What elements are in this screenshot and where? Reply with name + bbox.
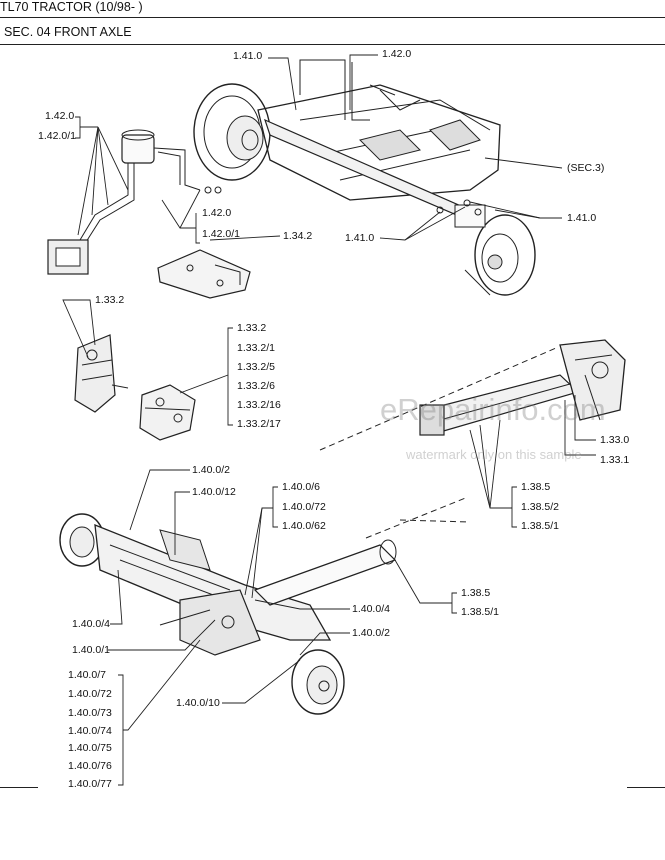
drive-shaft-illustration	[419, 339, 626, 436]
callout-1-40-0-12: 1.40.0/12	[192, 486, 236, 498]
header-rule-top	[0, 17, 665, 18]
callout-1-40-0-76: 1.40.0/76	[68, 760, 112, 772]
watermark-sub: watermark only on this sample	[406, 447, 582, 462]
callout-1-40-0-2-top: 1.40.0/2	[192, 464, 230, 476]
callout-1-33-2: 1.33.2	[237, 322, 267, 334]
callout-1-38-5-a: 1.38.5	[521, 481, 551, 493]
steering-cylinder-illustration	[74, 334, 129, 413]
watermark-main: eRepairinfo.com	[380, 392, 606, 427]
footer-rule-left	[0, 787, 38, 788]
callout-1-40-0-2-right: 1.40.0/2	[352, 627, 390, 639]
callout-1-33-2-17: 1.33.2/17	[237, 418, 281, 430]
callout-1-40-0-7: 1.40.0/7	[68, 669, 106, 681]
front-axle-illustration	[59, 513, 397, 715]
callout-1-33-2-5: 1.33.2/5	[237, 361, 275, 373]
callout-1-33-2-16: 1.33.2/16	[237, 399, 281, 411]
callout-1-38-5-b: 1.38.5	[461, 587, 491, 599]
callout-1-33-2-1: 1.33.2/1	[237, 342, 275, 354]
callout-1-40-0-77: 1.40.0/77	[68, 778, 112, 790]
callout-1-41-0-right: 1.41.0	[567, 212, 597, 224]
callout-1-40-0-72-b: 1.40.0/72	[68, 688, 112, 700]
section-title: SEC. 04 FRONT AXLE	[4, 25, 132, 39]
callout-1-42-0-top: 1.42.0	[382, 48, 412, 60]
callout-1-41-0-mid: 1.41.0	[345, 232, 375, 244]
callout-1-40-0-1: 1.40.0/1	[72, 644, 110, 656]
page-title: TL70 TRACTOR (10/98- )	[0, 0, 143, 14]
callout-sec3: (SEC.3)	[567, 162, 605, 174]
callout-1-38-5-1-b: 1.38.5/1	[461, 606, 499, 618]
leader-lines	[62, 54, 596, 786]
callout-1-40-0-74: 1.40.0/74	[68, 725, 112, 737]
callout-1-42-0-mid: 1.42.0	[202, 207, 232, 219]
bracket-illustration	[157, 249, 251, 299]
callout-1-40-0-4-left: 1.40.0/4	[72, 618, 110, 630]
callout-1-33-1: 1.33.1	[600, 454, 630, 466]
footer-rule-right	[627, 787, 665, 788]
callout-1-40-0-4-right: 1.40.0/4	[352, 603, 390, 615]
callout-1-33-2-6: 1.33.2/6	[237, 380, 275, 392]
header-rule-bottom	[0, 44, 665, 45]
callout-1-33-2-top: 1.33.2	[95, 294, 125, 306]
callout-1-38-5-2: 1.38.5/2	[521, 501, 559, 513]
callout-1-40-0-6: 1.40.0/6	[282, 481, 320, 493]
callout-1-34-2: 1.34.2	[283, 230, 313, 242]
callout-1-33-0: 1.33.0	[600, 434, 630, 446]
callout-1-38-5-1-a: 1.38.5/1	[521, 520, 559, 532]
callout-1-42-0-1-mid: 1.42.0/1	[202, 228, 240, 240]
callout-1-40-0-75: 1.40.0/75	[68, 742, 112, 754]
steering-reservoir-illustration	[47, 129, 222, 275]
callout-1-40-0-62: 1.40.0/62	[282, 520, 326, 532]
valve-block-illustration	[139, 384, 196, 441]
callout-1-40-0-10: 1.40.0/10	[176, 697, 220, 709]
callout-1-42-0-left: 1.42.0	[45, 110, 75, 122]
frame-assembly-illustration	[193, 59, 536, 296]
callout-1-40-0-72-a: 1.40.0/72	[282, 501, 326, 513]
callout-1-41-0-top: 1.41.0	[233, 50, 263, 62]
callout-1-42-0-1-left: 1.42.0/1	[38, 130, 76, 142]
callout-1-40-0-73: 1.40.0/73	[68, 707, 112, 719]
